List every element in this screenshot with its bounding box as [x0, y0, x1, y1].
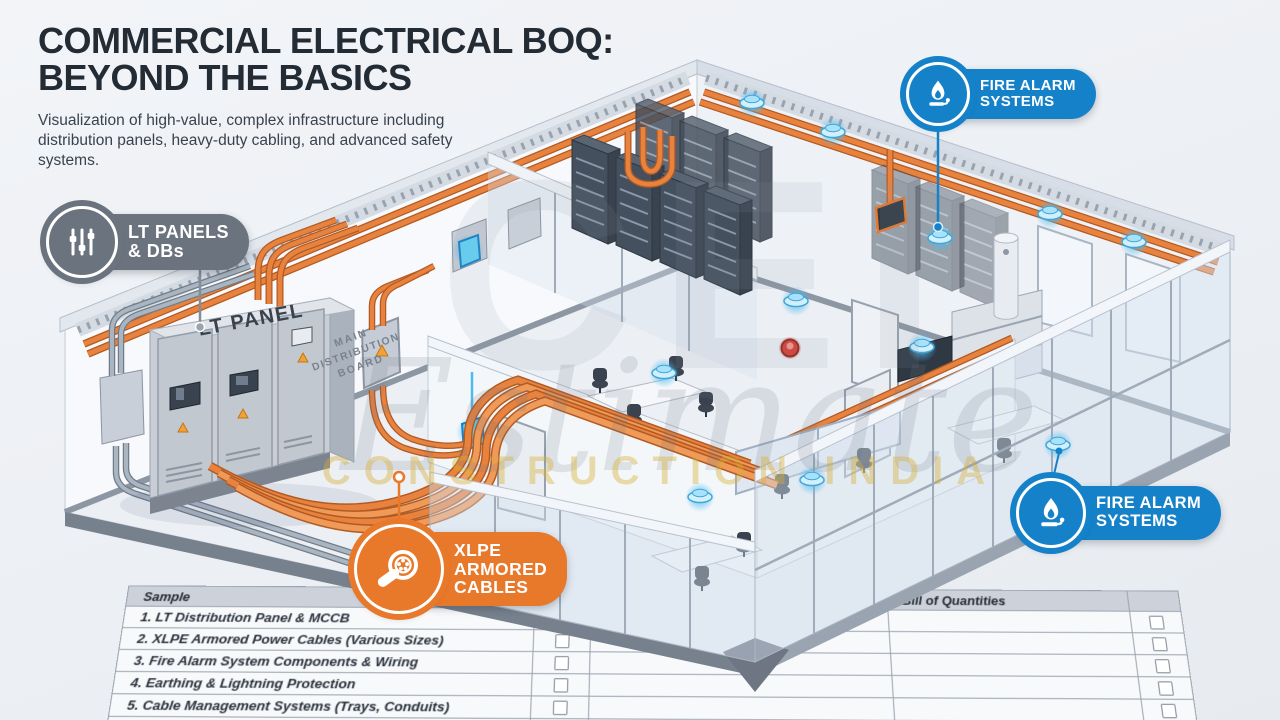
- callout-text-line: CABLES: [454, 577, 529, 598]
- checkbox[interactable]: [553, 655, 569, 670]
- title-line1: COMMERCIAL ELECTRICAL BOQ:: [38, 20, 614, 61]
- callout-text-line: SYSTEMS: [980, 93, 1055, 110]
- boq-cell: [889, 632, 1136, 655]
- panel-feed-cables: [254, 216, 360, 308]
- table-header-boq: Bill of Quantities: [887, 590, 1130, 611]
- flame-icon: [906, 62, 970, 126]
- heading-cell: [590, 652, 893, 675]
- checkbox-cell: [1133, 633, 1187, 654]
- wall-db-boxes: [451, 197, 542, 453]
- checkbox[interactable]: [552, 700, 568, 715]
- callout-xlpe-cables: XLPE ARMORED CABLES: [354, 524, 568, 614]
- boq-cell: [892, 675, 1142, 699]
- heading-cell: [589, 696, 896, 720]
- table-row: 5. Cable Management Systems (Trays, Cond…: [108, 694, 1197, 720]
- checkbox[interactable]: [554, 633, 570, 648]
- checkbox-cell: [531, 674, 591, 696]
- row-item-label: 3. Fire Alarm System Components & Wiring: [116, 649, 534, 674]
- checkbox-cell: [1136, 655, 1190, 676]
- shelf-unit: [951, 289, 1043, 397]
- door: [851, 298, 899, 397]
- header: COMMERCIAL ELECTRICAL BOQ: BEYOND THE BA…: [38, 22, 658, 171]
- boq-cell: [891, 653, 1139, 677]
- water-column: [993, 238, 1019, 320]
- checkbox-cell: [1142, 700, 1197, 720]
- checkbox[interactable]: [1148, 615, 1165, 629]
- checkbox-cell: [530, 696, 590, 719]
- table-header-checkbox-col: [1127, 591, 1180, 611]
- callout-fire-alarm-bottom: FIRE ALARM SYSTEMS: [1016, 478, 1222, 548]
- callout-text-line: FIRE ALARM: [980, 76, 1076, 94]
- callout-fire-alarm-top: FIRE ALARM SYSTEMS: [906, 62, 1096, 126]
- window: [1037, 224, 1093, 338]
- callout-text-line: & DBs: [128, 241, 185, 261]
- checkbox-cell: [1139, 677, 1193, 699]
- checkbox-cell: [1130, 612, 1183, 633]
- lt-panel-cabinet: LT PANEL: [120, 297, 380, 527]
- mdb-conduits: [368, 263, 469, 459]
- row-item-label: 4. Earthing & Lightning Protection: [112, 671, 533, 696]
- checkbox-cell: [532, 652, 591, 674]
- table-header-heading: Heading: [591, 588, 889, 610]
- door: [497, 413, 546, 522]
- mdb-box: [360, 316, 402, 390]
- page-subtitle: Visualization of high-value, complex inf…: [38, 111, 453, 170]
- svg-text:Estimate: Estimate: [338, 326, 1039, 507]
- wall-db-box: [99, 369, 145, 445]
- callout-text-line: FIRE ALARM: [1096, 494, 1202, 513]
- wall-label: MAIN DISTRIBUTION BOARD: [310, 327, 401, 381]
- glowing-switch-box: [457, 233, 482, 269]
- boq-cell: [888, 610, 1133, 633]
- callout-text-line: LT PANELS: [128, 221, 229, 242]
- checkbox[interactable]: [1160, 703, 1178, 718]
- wall-tv: [897, 335, 953, 383]
- checkbox[interactable]: [1154, 658, 1171, 673]
- callout-text-line: SYSTEMS: [1096, 512, 1178, 530]
- control-panel-display: [874, 196, 908, 234]
- window: [1125, 252, 1181, 364]
- sliders-icon: [46, 206, 118, 278]
- right-wing-details: [779, 150, 1181, 397]
- lt-panel-label: LT PANEL: [196, 300, 305, 341]
- watermark: CEI Estimate CONSTRUCTION INDIA: [322, 125, 1039, 507]
- svg-text:DISTRIBUTION: DISTRIBUTION: [310, 331, 401, 374]
- callout-text-line: XLPE: [454, 539, 502, 560]
- row-item-label: 5. Cable Management Systems (Trays, Cond…: [109, 694, 532, 719]
- fire-bell-icon: [779, 337, 801, 359]
- heading-cell: [589, 674, 894, 698]
- xlpe-cables: [207, 375, 779, 534]
- heading-cell: [591, 608, 890, 632]
- svg-text:MAIN: MAIN: [333, 327, 370, 350]
- flame-icon: [1016, 478, 1086, 548]
- glowing-switch-box: [460, 415, 486, 453]
- leader-lines: [194, 118, 1063, 530]
- cable-icon: [354, 524, 444, 614]
- row-item-label: 2. XLPE Armored Power Cables (Various Si…: [119, 628, 535, 652]
- heading-cell: [590, 630, 892, 653]
- callout-lt-panels: LT PANELS & DBs: [46, 206, 249, 278]
- door: [844, 368, 891, 479]
- boq-cell: [893, 698, 1145, 720]
- checkbox[interactable]: [1157, 680, 1174, 696]
- callout-text-line: ARMORED: [454, 558, 548, 579]
- boq-table: Sample Heading Bill of Quantities 1. LT …: [101, 585, 1204, 720]
- checkbox-cell: [533, 630, 592, 652]
- svg-text:CONSTRUCTION INDIA: CONSTRUCTION INDIA: [322, 449, 998, 493]
- checkbox[interactable]: [555, 612, 570, 626]
- title-line2: BEYOND THE BASICS: [38, 57, 412, 99]
- checkbox[interactable]: [1151, 636, 1168, 651]
- svg-text:BOARD: BOARD: [336, 352, 386, 380]
- smoke-detectors: [648, 87, 1150, 513]
- office-furniture: [586, 355, 1066, 592]
- page-title: COMMERCIAL ELECTRICAL BOQ: BEYOND THE BA…: [38, 22, 658, 97]
- checkbox[interactable]: [553, 677, 568, 693]
